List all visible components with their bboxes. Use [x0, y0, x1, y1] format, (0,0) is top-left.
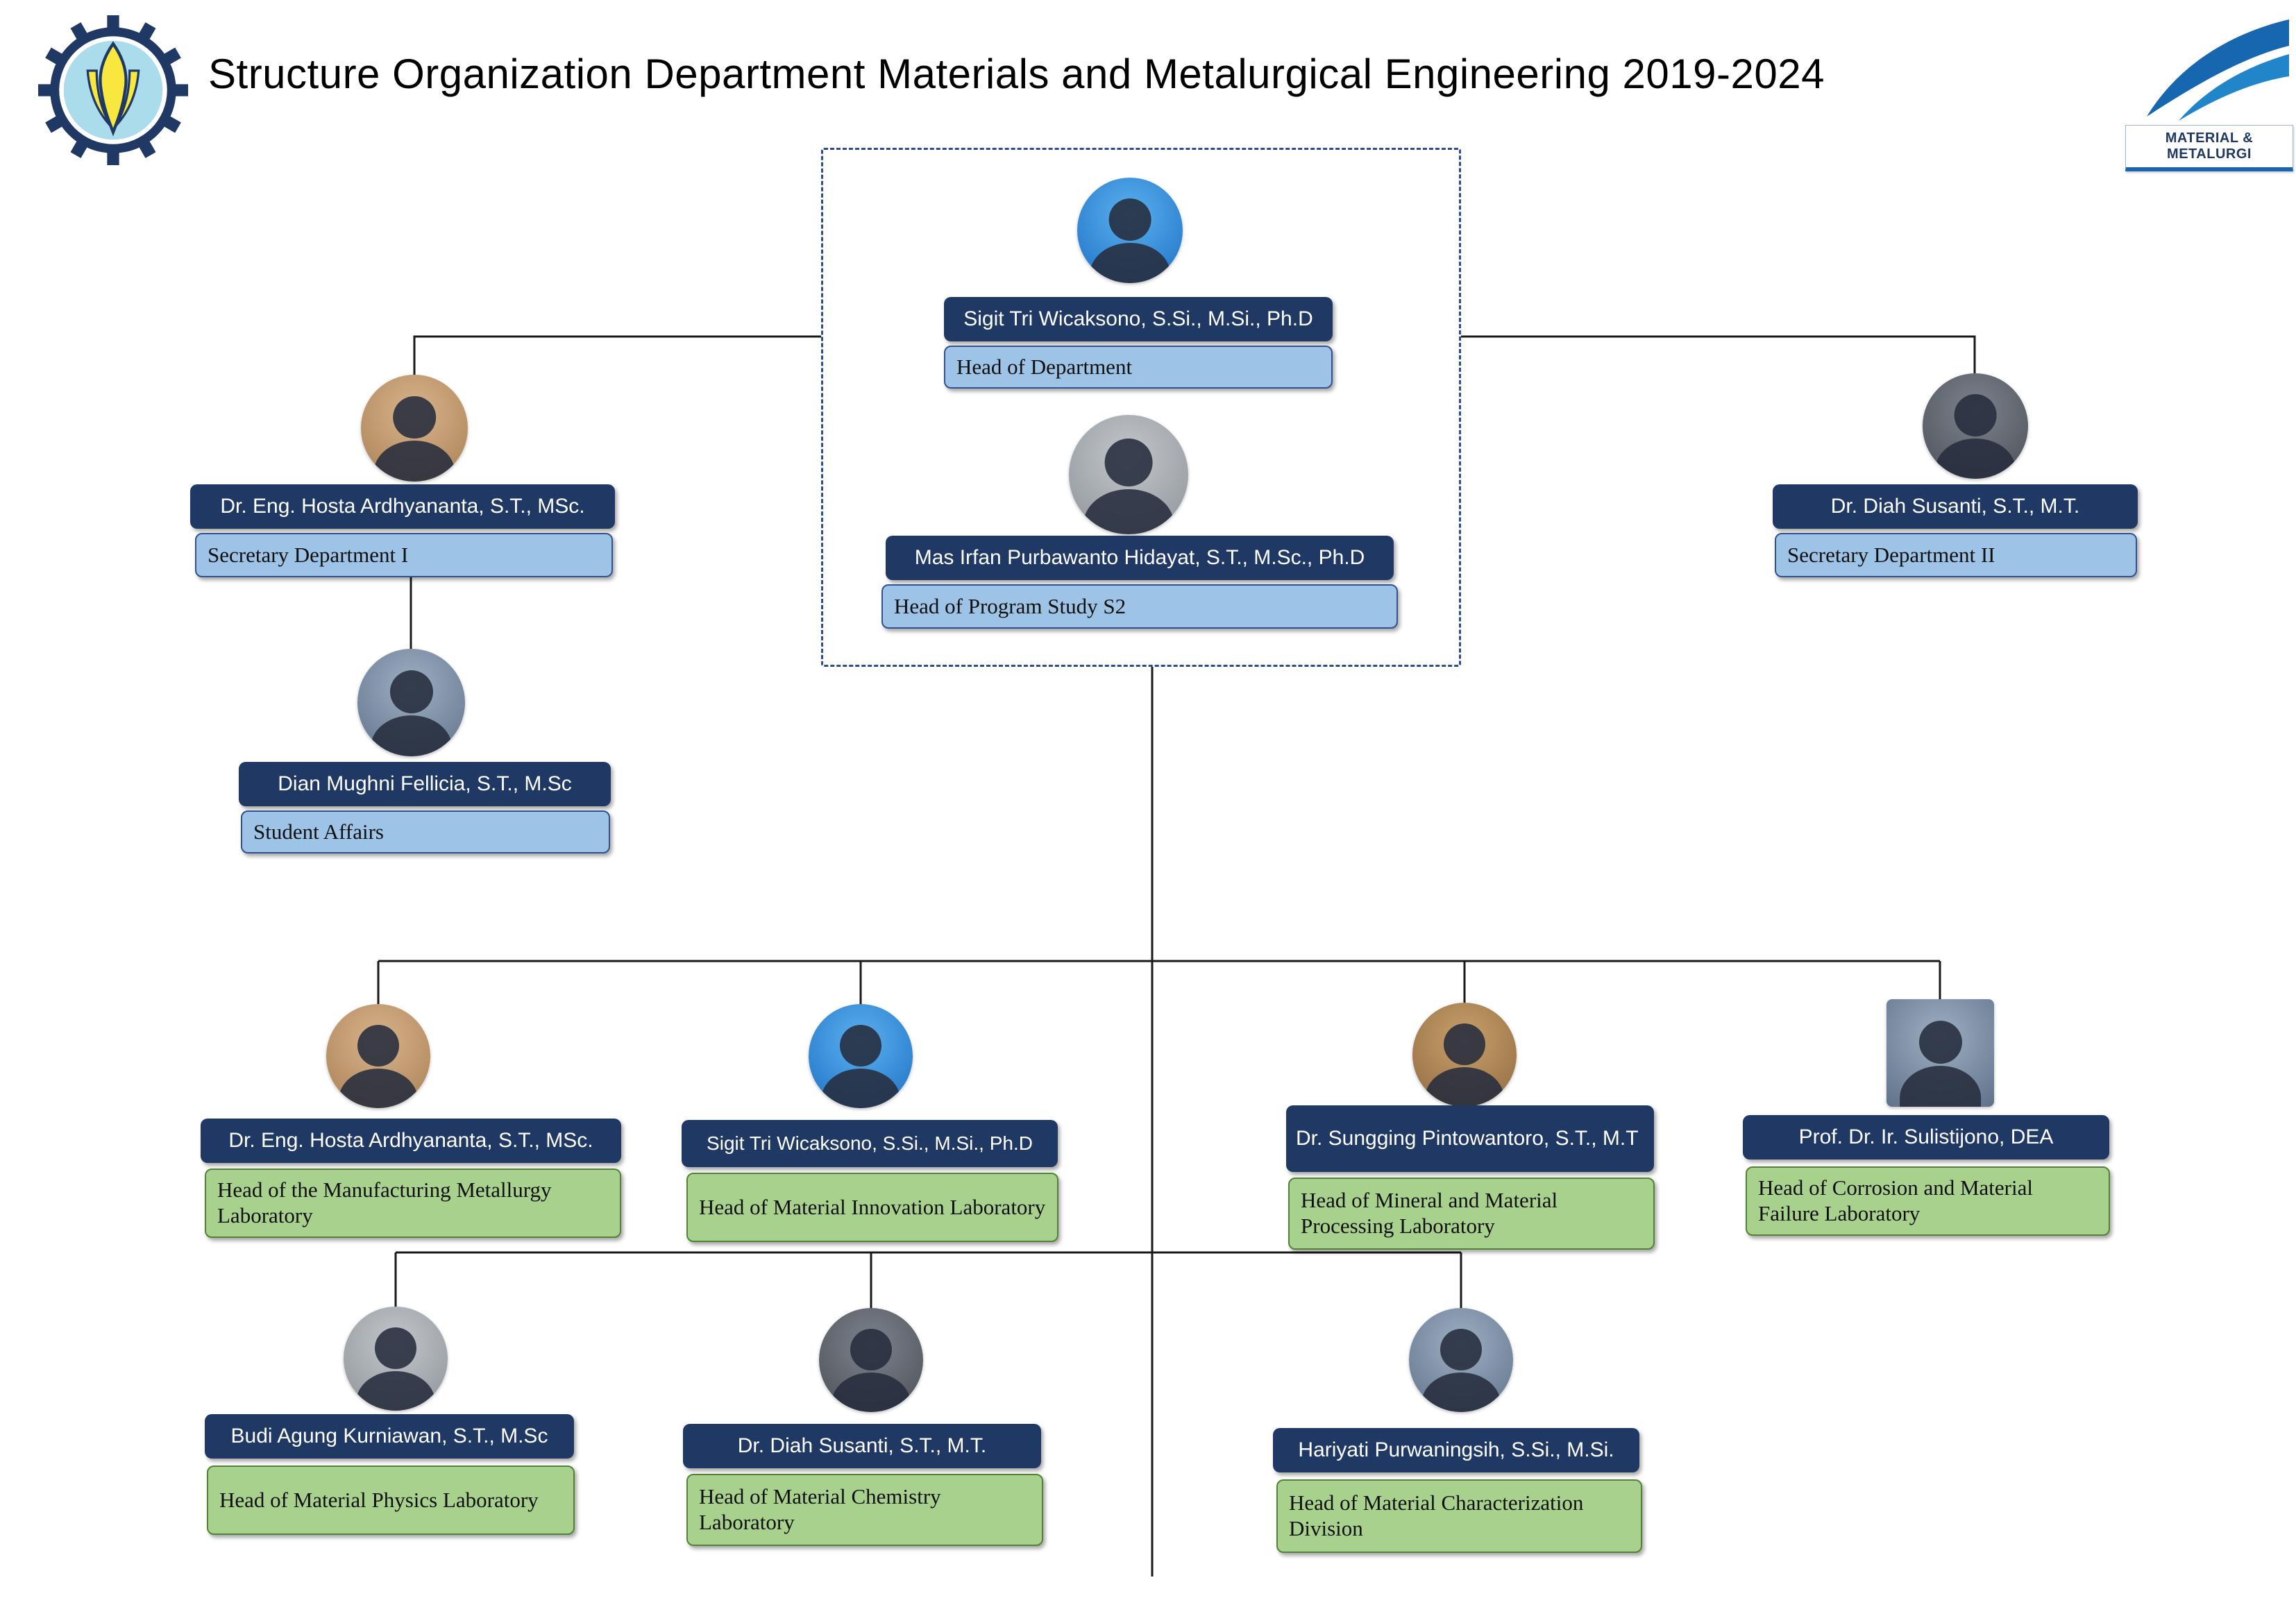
- secretary-2-photo: [1923, 373, 2028, 479]
- head-of-department-name: Sigit Tri Wicaksono, S.Si., M.Si., Ph.D: [944, 297, 1333, 341]
- lab-mineral-name: Dr. Sungging Pintowantoro, S.T., M.T: [1286, 1105, 1654, 1172]
- material-metalurgi-logo: MATERIAL & METALURGI: [2125, 18, 2293, 171]
- lab-manufacturing-name: Dr. Eng. Hosta Ardhyananta, S.T., MSc.: [201, 1119, 621, 1163]
- div-characterization-role: Head of Material Characterization Divisi…: [1276, 1479, 1642, 1553]
- lab-physics-role: Head of Material Physics Laboratory: [207, 1465, 575, 1535]
- secretary-1-role: Secretary Department I: [195, 533, 613, 577]
- its-institute-logo: [38, 15, 188, 165]
- lab-corrosion-photo: [1886, 999, 1994, 1107]
- lab-corrosion-name: Prof. Dr. Ir. Sulistijono, DEA: [1743, 1115, 2109, 1159]
- material-metalurgi-label: MATERIAL & METALURGI: [2125, 125, 2293, 171]
- head-program-s2-name: Mas Irfan Purbawanto Hidayat, S.T., M.Sc…: [886, 536, 1394, 580]
- leadership-group-box: [821, 148, 1461, 667]
- secretary-2-name: Dr. Diah Susanti, S.T., M.T.: [1773, 484, 2138, 529]
- student-affairs-role: Student Affairs: [241, 810, 610, 853]
- lab-corrosion-role: Head of Corrosion and Material Failure L…: [1746, 1166, 2110, 1236]
- lab-chemistry-name: Dr. Diah Susanti, S.T., M.T.: [683, 1424, 1041, 1468]
- student-affairs-photo: [357, 649, 465, 756]
- lab-innovation-role: Head of Material Innovation Laboratory: [686, 1173, 1058, 1242]
- secretary-1-name: Dr. Eng. Hosta Ardhyananta, S.T., MSc.: [190, 484, 615, 529]
- swoosh-icon: [2147, 19, 2289, 121]
- div-characterization-photo: [1409, 1308, 1513, 1412]
- lab-mineral-photo: [1412, 1003, 1517, 1107]
- lab-chemistry-role: Head of Material Chemistry Laboratory: [686, 1474, 1043, 1546]
- lab-manufacturing-photo: [326, 1004, 430, 1108]
- lab-mineral-role: Head of Mineral and Material Processing …: [1288, 1178, 1655, 1250]
- head-program-s2-role: Head of Program Study S2: [881, 584, 1398, 629]
- head-of-department-photo: [1077, 178, 1183, 283]
- secretary-2-role: Secretary Department II: [1775, 533, 2137, 577]
- student-affairs-name: Dian Mughni Fellicia, S.T., M.Sc: [239, 762, 611, 806]
- head-of-department-role: Head of Department: [944, 346, 1333, 389]
- page-title: Structure Organization Department Materi…: [208, 51, 1825, 97]
- lab-chemistry-photo: [819, 1308, 923, 1412]
- lab-physics-photo: [344, 1307, 448, 1411]
- head-program-s2-photo: [1069, 415, 1188, 534]
- div-characterization-name: Hariyati Purwaningsih, S.Si., M.Si.: [1273, 1428, 1639, 1472]
- secretary-1-photo: [361, 375, 468, 482]
- lab-innovation-name: Sigit Tri Wicaksono, S.Si., M.Si., Ph.D: [682, 1120, 1058, 1167]
- lab-manufacturing-role: Head of the Manufacturing Metallurgy Lab…: [205, 1169, 621, 1238]
- lab-physics-name: Budi Agung Kurniawan, S.T., M.Sc: [205, 1414, 574, 1459]
- lab-innovation-photo: [809, 1004, 913, 1108]
